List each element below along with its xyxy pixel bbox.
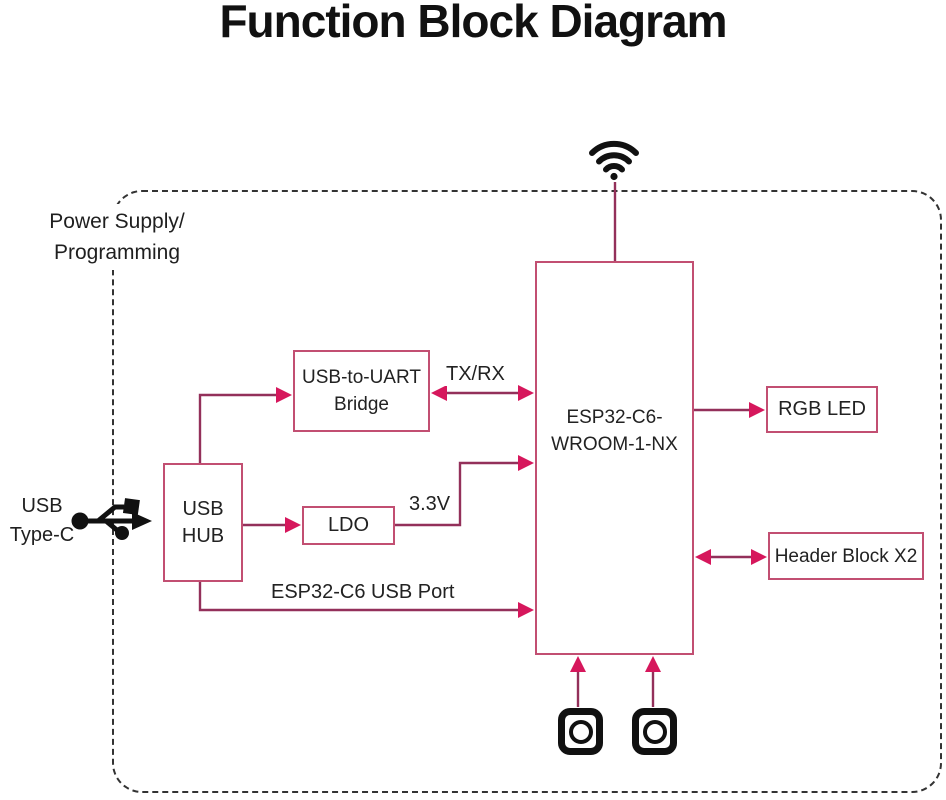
block-usb-hub-line2: HUB (181, 524, 225, 547)
edge-label-esp32-usb-port: ESP32-C6 USB Port (268, 581, 458, 604)
block-esp32-c6-wroom: ESP32-C6- WROOM-1-NX (535, 261, 694, 655)
usb-trident-icon (68, 490, 154, 553)
push-button-icon-left (558, 708, 603, 755)
block-rgb-led: RGB LED (766, 386, 878, 433)
block-usb-to-uart-line1: USB-to-UART (302, 367, 421, 388)
block-usb-to-uart-bridge: USB-to-UART Bridge (293, 350, 430, 432)
block-usb-hub-line1: USB (182, 497, 224, 520)
usb-typec-label-line2: Type-C (9, 524, 75, 546)
block-rgb-led-label: RGB LED (778, 398, 866, 420)
usb-typec-label-line1: USB (21, 495, 63, 517)
power-supply-boundary (112, 190, 942, 793)
block-usb-hub: USB HUB (163, 463, 243, 582)
block-usb-to-uart-line2: Bridge (334, 394, 389, 415)
page-title: Function Block Diagram (219, 0, 727, 47)
button-cap (568, 719, 593, 744)
usb-typec-label: USB Type-C (2, 492, 82, 550)
block-ldo-label: LDO (327, 514, 370, 536)
button-cap (642, 719, 667, 744)
boundary-label-line2: Programming (53, 241, 181, 264)
block-header-label: Header Block X2 (774, 545, 918, 567)
block-esp32-line2: WROOM-1-NX (551, 434, 678, 455)
edge-label-3v3: 3.3V (406, 493, 454, 516)
block-header-block-x2: Header Block X2 (768, 532, 924, 580)
block-ldo: LDO (302, 506, 395, 545)
edge-label-txrx: TX/RX (443, 363, 508, 386)
push-button-icon-right (632, 708, 677, 755)
block-esp32-line1: ESP32-C6- (566, 407, 663, 428)
boundary-label: Power Supply/ Programming (38, 204, 196, 270)
wifi-antenna-icon (588, 139, 640, 186)
boundary-label-line1: Power Supply/ (49, 210, 185, 233)
